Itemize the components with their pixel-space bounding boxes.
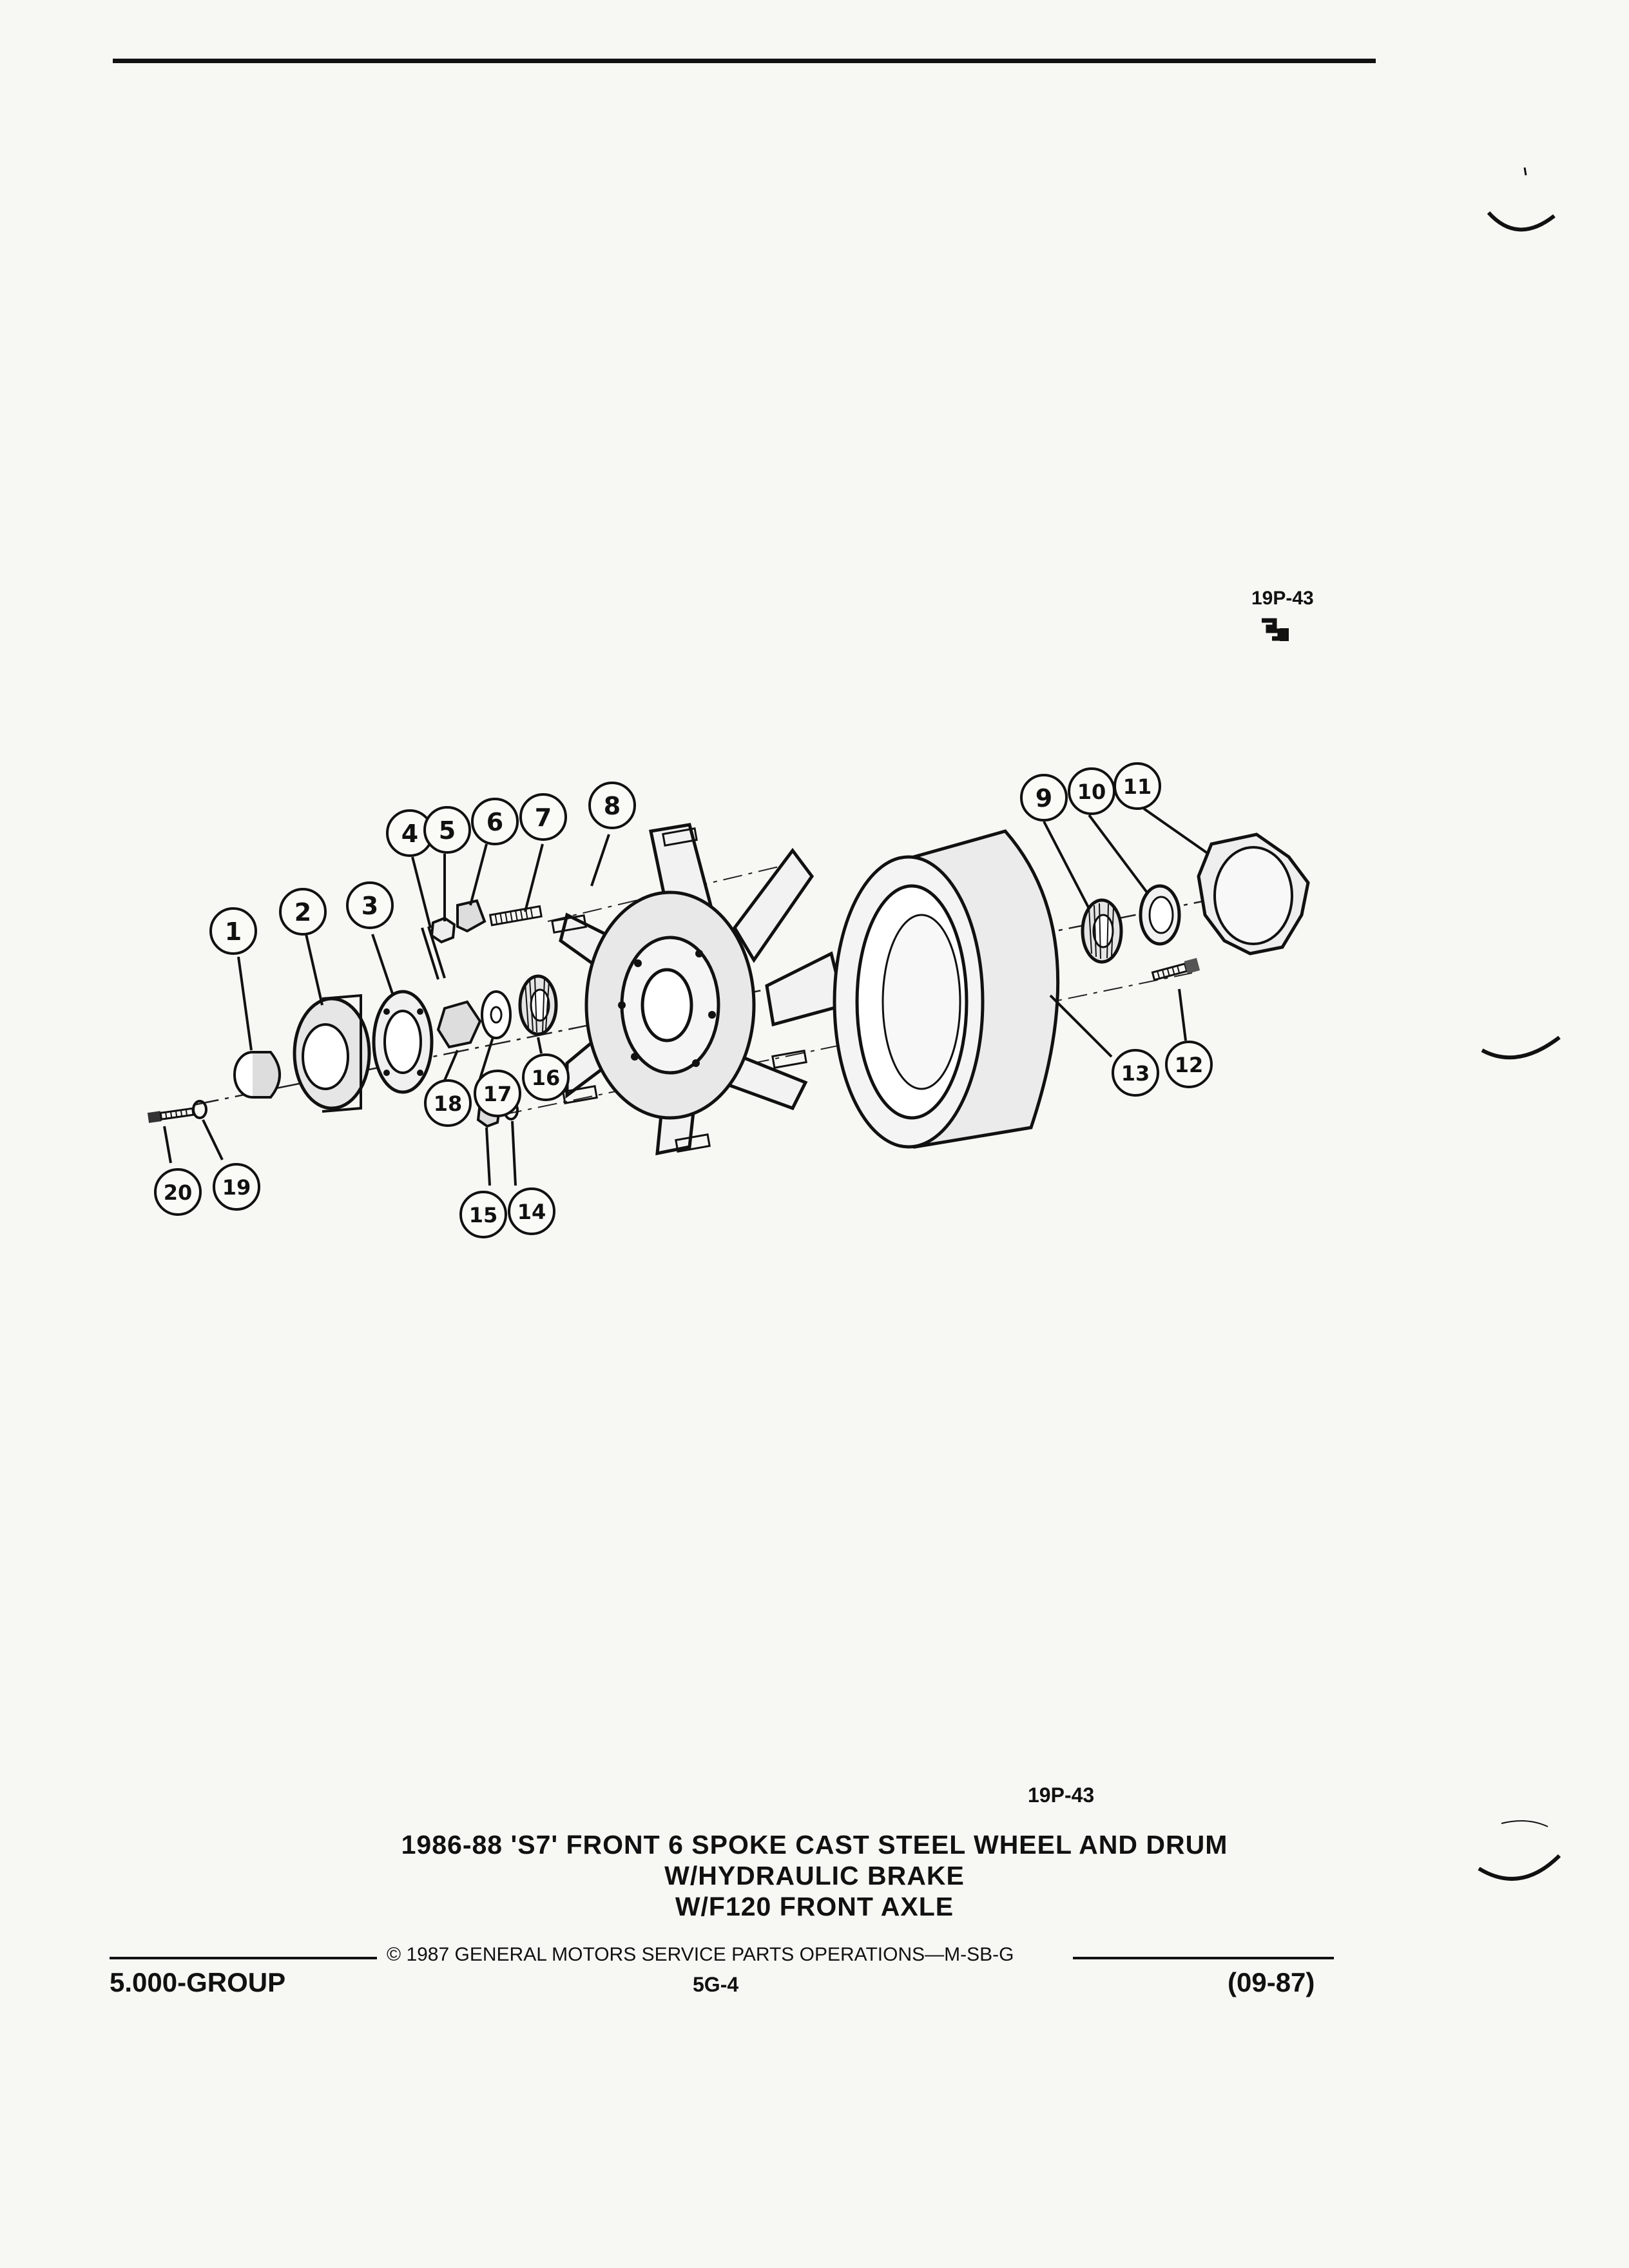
svg-text:6: 6 [487,808,503,836]
margin-marks [1478,167,1561,1881]
callout-4: 4 [386,809,434,857]
svg-text:18: 18 [434,1091,463,1116]
callout-16: 16 [522,1053,570,1101]
callout-6: 6 [471,798,519,845]
callout-5: 5 [423,806,471,854]
callout-12: 12 [1165,1041,1213,1088]
svg-text:10: 10 [1077,780,1106,804]
bolt-part-12 [1151,957,1200,981]
callout-9: 9 [1020,774,1068,822]
svg-text:11: 11 [1123,774,1152,799]
copyright-notice: © 1987 GENERAL MOTORS SERVICE PARTS OPER… [387,1944,1014,1965]
callout-10: 10 [1068,767,1115,815]
callout-2: 2 [279,888,327,936]
callout-14: 14 [508,1187,555,1235]
section-symbol-icon [1257,615,1295,648]
svg-text:3: 3 [361,892,378,920]
svg-text:17: 17 [483,1082,512,1106]
callout-8: 8 [588,782,636,829]
callout-7: 7 [519,793,567,841]
svg-text:14: 14 [517,1200,546,1224]
svg-text:20: 20 [164,1180,193,1205]
svg-text:16: 16 [532,1066,561,1090]
brake-drum-part-13 [833,829,1060,1149]
seal-part-10 [1139,884,1181,946]
svg-text:8: 8 [604,792,621,820]
wedge-part-6 [456,899,487,933]
leader-lines [163,807,1210,1186]
callout-15: 15 [459,1191,507,1238]
callout-18: 18 [424,1079,472,1127]
hub-cap-part-1 [233,1051,281,1099]
spoke-studs [551,827,807,1153]
revision-date: (09-87) [1228,1967,1315,1997]
svg-text:12: 12 [1175,1053,1204,1077]
svg-text:13: 13 [1121,1061,1150,1086]
callout-1: 1 [209,907,257,955]
nut-part-5 [430,916,456,944]
callout-17: 17 [474,1070,521,1117]
hub-cover-part-2 [293,994,371,1113]
washer-part-19 [192,1100,207,1119]
spoke-wheel-part-8 [559,823,847,1156]
svg-text:2: 2 [294,898,311,927]
callout-11: 11 [1113,762,1161,810]
hub-cap-part-11 [1197,832,1310,956]
caption-line-3: W/F120 FRONT AXLE [675,1892,954,1921]
svg-text:7: 7 [535,803,552,832]
bearing-part-16 [518,974,558,1036]
footer-rule-right [1073,1957,1334,1959]
caption-line-2: W/HYDRAULIC BRAKE [664,1861,965,1890]
washer-part-17 [481,990,512,1039]
caption-line-1: 1986-88 'S7' FRONT 6 SPOKE CAST STEEL WH… [401,1830,1228,1860]
svg-text:19: 19 [222,1175,251,1200]
figure-code-bottom: 19P-43 [1028,1783,1095,1807]
svg-text:15: 15 [469,1203,498,1227]
stud-part-7 [488,905,543,927]
callout-20: 20 [154,1168,202,1216]
spindle-nut-part-18 [436,1000,482,1049]
svg-text:9: 9 [1036,784,1052,812]
group-label: 5.000-GROUP [110,1967,286,1997]
footer-rule-left [110,1957,377,1959]
page-number: 5G-4 [693,1973,739,1996]
callout-19: 19 [213,1163,260,1211]
callout-13: 13 [1112,1049,1159,1097]
bearing-part-9 [1081,898,1123,964]
bolt-part-20 [147,1107,195,1123]
exploded-diagram: 1 2 3 4 5 6 7 8 9 10 11 12 13 14 15 16 1… [147,762,1310,1238]
callout-3: 3 [346,881,394,929]
gasket-part-3 [372,990,434,1094]
figure-code-top: 19P-43 [1251,588,1314,609]
svg-text:1: 1 [225,918,242,946]
svg-text:4: 4 [401,820,418,848]
svg-text:5: 5 [439,816,456,845]
wheel-studs [618,950,716,1067]
header-rule [113,59,1376,63]
